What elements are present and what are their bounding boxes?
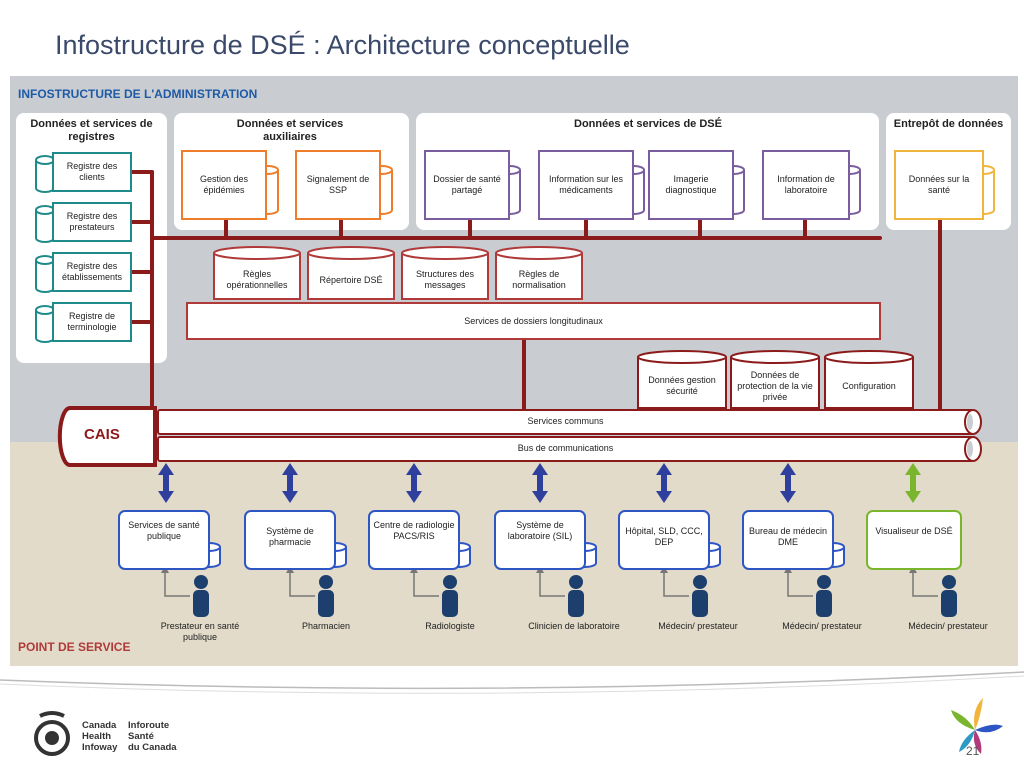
diagnostic-imaging: Imagerie diagnostique <box>648 150 734 220</box>
physician-office-dme: Bureau de médecin DME <box>742 510 834 570</box>
security-data-cylinder <box>637 357 727 409</box>
registry-terminology: Registre de terminologie <box>52 302 132 342</box>
user-physician: Médecin/ prestateur <box>782 621 862 631</box>
registry-clients: Registre des clients <box>52 152 132 192</box>
point-of-service-label: POINT DE SERVICE <box>18 640 131 654</box>
pharmacy-system: Système de pharmacie <box>244 510 336 570</box>
dse-directory-cylinder <box>307 253 395 300</box>
communications-bus: Bus de communications <box>517 443 614 453</box>
registry-facilities: Registre des établissements <box>52 252 132 292</box>
user-radiologist: Radiologiste <box>425 621 475 631</box>
person-icon <box>318 575 334 617</box>
cais-endcap <box>57 406 157 467</box>
user-pharmacist: Pharmacien <box>301 621 351 631</box>
person-icon <box>568 575 584 617</box>
public-health-services: Services de santé publique <box>118 510 210 570</box>
privacy-data-cylinder <box>730 357 820 409</box>
person-icon <box>692 575 708 617</box>
shared-health-record: Dossier de santé partagé <box>424 150 510 220</box>
message-structures-label: Structures des messages <box>415 269 475 290</box>
ssp-reporting: Signalement de SSP <box>295 150 381 220</box>
auxiliary-panel-title: Données et services auxiliaires <box>236 118 344 143</box>
dse-viewer: Visualiseur de DSÉ <box>866 510 962 570</box>
rules-cylinder <box>213 253 301 300</box>
normalization-rules-cylinder <box>495 253 583 300</box>
person-icon <box>816 575 832 617</box>
page-number: 21 <box>966 744 980 758</box>
user-physician: Médecin/ prestateur <box>908 621 988 631</box>
arrow-4 <box>532 463 548 503</box>
registry-providers: Registre des prestateurs <box>52 202 132 242</box>
common-services-bus: Services communs <box>527 416 604 426</box>
configuration-cylinder <box>824 357 914 409</box>
warehouse-panel-title: Entrepôt de données <box>893 118 1004 130</box>
user-physician: Médecin/ prestateur <box>658 621 738 631</box>
footer-swoosh <box>0 671 1024 690</box>
normalization-rules-label: Règles de normalisation <box>512 269 566 290</box>
user-public-health-provider: Prestateur en santé publique <box>160 621 240 642</box>
infoway-logo-mark <box>34 711 70 756</box>
registry-panel-title: Données et services de registres <box>30 118 153 143</box>
drug-information: Information sur les médicaments <box>538 150 634 220</box>
arrow-2 <box>282 463 298 503</box>
arrow-5 <box>656 463 672 503</box>
person-icon <box>442 575 458 617</box>
user-lab-clinician: Clinicien de laboratoire <box>528 621 620 631</box>
radiology-center-pacs-ris: Centre de radiologie PACS/RIS <box>368 510 460 570</box>
security-data-label: Données gestion sécurité <box>648 375 716 396</box>
arrow-3 <box>406 463 422 503</box>
privacy-data-label: Données de protection de la vie privée <box>737 369 813 402</box>
arrow-7 <box>905 463 921 503</box>
administration-region-label: INFOSTRUCTURE DE L'ADMINISTRATION <box>18 87 258 101</box>
arrow-1 <box>158 463 174 503</box>
person-icon <box>941 575 957 617</box>
message-structures-cylinder <box>401 253 489 300</box>
longitudinal-record-services: Services de dossiers longitudinaux <box>186 302 881 340</box>
laboratory-system-sil: Système de laboratoire (SIL) <box>494 510 586 570</box>
dse-directory-label: Répertoire DSÉ <box>319 274 383 285</box>
person-icon <box>193 575 209 617</box>
dse-panel-title: Données et services de DSÉ <box>574 118 722 130</box>
star-logo-icon <box>951 698 1003 754</box>
epidemic-management: Gestion des épidémies <box>181 150 267 220</box>
health-data-warehouse: Données sur la santé <box>894 150 984 220</box>
laboratory-information: Information de laboratoire <box>762 150 850 220</box>
page-title: Infostructure de DSÉ : Architecture conc… <box>55 30 630 60</box>
rules-label: Règles opérationnelles <box>226 269 288 290</box>
configuration-label: Configuration <box>842 380 896 391</box>
hospital-sld-ccc-dep: Hôpital, SLD, CCC, DEP <box>618 510 710 570</box>
arrow-6 <box>780 463 796 503</box>
cais-label: CAIS <box>84 426 120 443</box>
